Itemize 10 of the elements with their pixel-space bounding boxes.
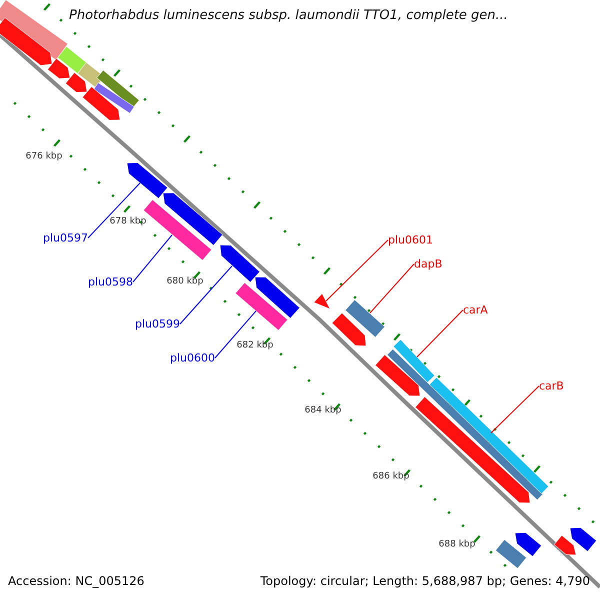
scale-label: 688 kbp [438,540,476,550]
accession-text: Accession: NC_005126 [8,574,144,588]
scale-label: 686 kbp [372,472,410,482]
scale-label: 676 kbp [26,152,62,162]
scale-label: 680 kbp [166,276,204,288]
scale-label: 684 kbp [304,406,342,416]
scale-label: 678 kbp [110,216,146,228]
genome-summary-text: Topology: circular; Length: 5,688,987 bp; Genes: 4,790 [260,574,590,588]
title: Photorhabdus luminescens subsp. laumondii TTO1, complete gen... [69,8,508,24]
scale-label: 682 kbp [236,340,274,352]
